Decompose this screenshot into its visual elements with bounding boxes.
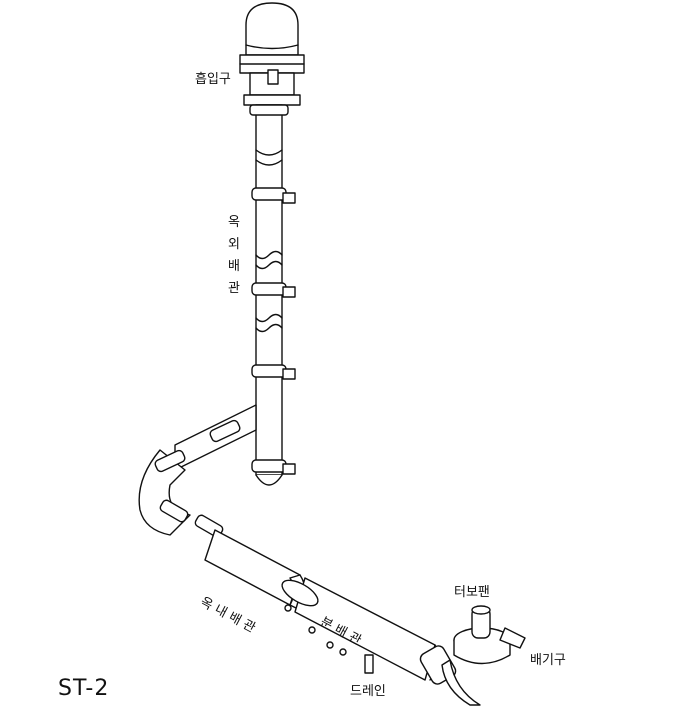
outdoor-pipe-label: 옥 외 배 관 (228, 212, 240, 300)
turbo-fan (419, 605, 526, 706)
intake-cap (239, 2, 305, 106)
turbo-fan-label: 터보팬 (454, 585, 490, 600)
outdoor-pipe-char-3: 배 (228, 259, 240, 274)
diagonal-pipe (204, 529, 440, 681)
diagram-title: ST-2 (58, 676, 110, 701)
intake-label: 흡입구 (195, 72, 231, 87)
exhaust-label: 배기구 (530, 653, 566, 668)
vertical-clamps (249, 104, 296, 475)
stubs (284, 604, 374, 674)
drain-label: 드레인 (350, 684, 386, 699)
outdoor-pipe-char-1: 옥 (228, 215, 240, 230)
outdoor-pipe-char-4: 관 (228, 281, 240, 296)
outdoor-pipe-char-2: 외 (228, 237, 240, 252)
indoor-pipe (138, 404, 257, 538)
